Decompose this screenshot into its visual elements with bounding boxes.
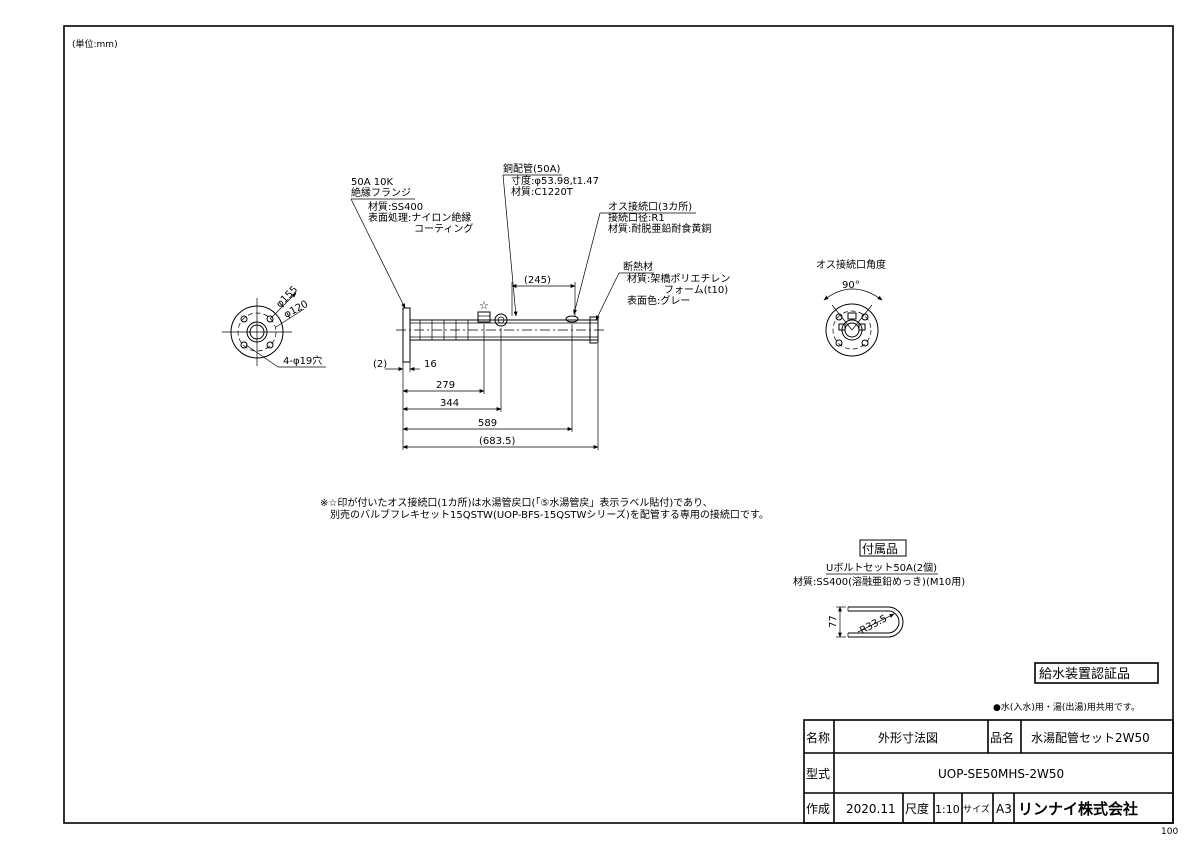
product-label: 品名	[990, 730, 1014, 745]
flange-material: 材質:SS400	[368, 200, 423, 213]
dim-245: (245)	[524, 275, 551, 286]
bolt-hole	[266, 315, 274, 323]
bolt-hole	[266, 341, 274, 349]
usage-note: ●水(入水)用・湯(出湯)用共用です。	[993, 701, 1140, 713]
certification-box	[1034, 662, 1159, 684]
flange-line2: 絶縁フランジ	[351, 186, 411, 199]
accessory-title: 付属品	[862, 542, 898, 556]
dim-279: 279	[436, 380, 455, 391]
company-name: リンナイ株式会社	[1018, 800, 1138, 818]
created-label: 作成	[806, 802, 830, 816]
model-value: UOP-SE50MHS-2W50	[938, 767, 1064, 781]
note-line1: ※☆印が付いたオス接続口(1カ所)は水湯管戻口(「⑤水湯管戻」表示ラベル貼付)で…	[320, 496, 713, 509]
connector-front	[494, 313, 508, 327]
dim-2: (2)	[373, 359, 387, 370]
bolt-hole	[240, 341, 248, 349]
insulation-color: 表面色:グレー	[627, 294, 690, 307]
footer-code: 100	[1161, 827, 1178, 837]
dim-589: 589	[478, 418, 497, 429]
dim-344: 344	[440, 398, 459, 409]
connector-material: 材質:耐脱亜鉛耐食黄銅	[608, 222, 711, 235]
model-label: 型式	[806, 767, 830, 781]
name-label: 名称	[806, 730, 830, 745]
flange-surface1: 表面処理:ナイロン絶縁	[368, 211, 471, 224]
flange-line1: 50A 10K	[351, 177, 393, 188]
name-value: 外形寸法図	[878, 731, 938, 745]
title-block: 名称 外形寸法図 品名 水湯配管セット2W50 型式 UOP-SE50MHS-2…	[803, 719, 1174, 824]
u-bolt	[848, 606, 904, 638]
drawing-frame	[63, 25, 1174, 824]
pipe-title: 銅配管(50A)	[503, 162, 560, 175]
angle-value: 90°	[842, 280, 860, 291]
flange-surface2: コーティング	[414, 222, 473, 235]
note-line2: 別売のバルブフレキセット15QSTW(UOP-BFS-15QSTWシリーズ)を配…	[330, 508, 769, 521]
connector-top	[565, 315, 579, 323]
size-label: サイズ	[963, 803, 990, 815]
connector-diameter: 接続口径:R1	[608, 211, 665, 224]
unit-note: (単位:mm)	[72, 38, 118, 50]
insulation-title: 断熱材	[623, 260, 653, 273]
created-value: 2020.11	[846, 802, 896, 816]
accessory: 付属品 Uボルトセット50A(2個) 材質:SS400(溶融亜鉛めっき)(M10…	[793, 539, 965, 638]
bolt-hole	[240, 315, 248, 323]
dim-holes: 4-φ19穴	[283, 354, 322, 367]
size-value: A3	[996, 802, 1012, 816]
scale-value: 1:10	[935, 803, 960, 816]
star-mark: ☆	[479, 299, 489, 312]
connector-title: オス接続口(3カ所)	[608, 200, 692, 213]
dim-16: 16	[424, 359, 437, 370]
pipe-material: 材質:C1220T	[511, 185, 574, 198]
certification: 給水装置認証品	[1039, 666, 1130, 682]
pipe-size: 寸度:φ53.98,t1.47	[511, 174, 599, 187]
flange-side	[402, 307, 411, 363]
insulation-material2: フォーム(t10)	[664, 284, 728, 296]
accessory-material: 材質:SS400(溶融亜鉛めっき)(M10用)	[793, 575, 965, 588]
scale-label: 尺度	[905, 801, 929, 816]
side-view: ☆ (245) (2) 16 279 344 589 (683.5) 50A 1…	[350, 162, 730, 450]
product-value: 水湯配管セット2W50	[1031, 730, 1150, 745]
dim-683: (683.5)	[479, 436, 516, 447]
insulation-material1: 材質:架橋ポリエチレン	[627, 272, 730, 285]
accessory-title-box	[859, 539, 907, 557]
front-view: φ155 φ120 4-φ19穴	[222, 284, 326, 368]
accessory-dim-77: 77	[828, 615, 839, 628]
accessory-name: Uボルトセット50A(2個)	[826, 561, 937, 574]
connector-star	[477, 311, 491, 323]
angle-view: オス接続口角度 90°	[816, 258, 886, 357]
angle-title: オス接続口角度	[816, 258, 886, 271]
